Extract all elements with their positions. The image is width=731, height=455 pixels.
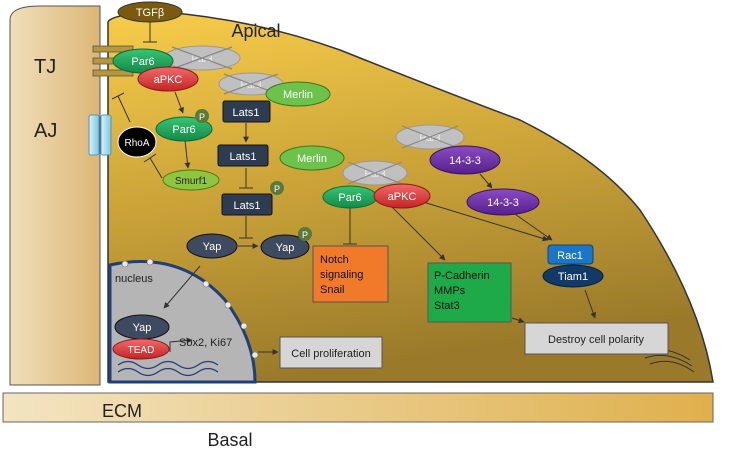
apkc-node-2 xyxy=(373,183,431,209)
notch-box xyxy=(312,245,389,303)
merlin-node xyxy=(265,81,331,107)
par6-p-label: Par6 xyxy=(172,124,195,136)
lats1-label-1: Lats1 xyxy=(233,107,260,119)
basal-label: Basal xyxy=(207,430,252,450)
par6-label-2: Par6 xyxy=(338,192,361,204)
apical-label: Apical xyxy=(231,21,280,41)
phospho-label-3: P xyxy=(302,230,308,240)
tiam1-label: Tiam1 xyxy=(558,271,588,283)
yap-node xyxy=(186,233,238,259)
nuclear-pores xyxy=(121,258,259,359)
phospho-badge-3 xyxy=(298,227,312,241)
notch-line-2: signaling xyxy=(320,269,363,281)
tgfb-node xyxy=(117,1,183,23)
yap-p-label: Yap xyxy=(276,242,295,254)
apkc-label: aPKC xyxy=(154,74,183,86)
ecm-label: ECM xyxy=(102,401,142,421)
rac1-label: Rac1 xyxy=(557,250,583,262)
rhoa-node xyxy=(117,126,157,158)
cell-proliferation-label: Cell proliferation xyxy=(291,348,370,360)
notch-text: Notch signaling Snail xyxy=(320,254,366,296)
cell-proliferation-box xyxy=(279,336,383,369)
pcad-box xyxy=(427,262,512,323)
rhoa-label: RhoA xyxy=(124,138,149,149)
par6-p-node xyxy=(155,116,213,142)
destroy-polarity-label: Destroy cell polarity xyxy=(548,334,644,346)
tead-node xyxy=(112,338,170,360)
apkc-label-2: aPKC xyxy=(388,191,417,203)
lats1-label-3: Lats1 xyxy=(234,200,261,212)
protein-1433-label-2: 14-3-3 xyxy=(487,197,519,209)
yap-label: Yap xyxy=(203,241,222,253)
apkc-node xyxy=(137,66,199,92)
tead-label: TEAD xyxy=(128,345,155,356)
pcad-text: P-Cadherin MMPs Stat3 xyxy=(434,270,493,312)
rac1-box xyxy=(547,244,594,265)
notch-line-1: Notch xyxy=(320,254,349,266)
par6-label: Par6 xyxy=(131,56,154,68)
lats1-label-2: Lats1 xyxy=(230,151,257,163)
ecm-layer xyxy=(2,392,714,423)
smurf1-node xyxy=(162,169,220,191)
merlin-node-2 xyxy=(279,145,345,171)
aj-label: AJ xyxy=(34,120,57,142)
merlin-label-2: Merlin xyxy=(297,153,327,165)
par3-cross-3 xyxy=(347,161,403,185)
destroy-polarity-box xyxy=(524,322,669,355)
lats1-box-3 xyxy=(221,193,273,216)
target-genes-label: Sox2, Ki67 xyxy=(179,337,232,349)
dna-strand xyxy=(117,360,219,370)
phospho-label-1: P xyxy=(199,112,205,122)
merlin-label: Merlin xyxy=(283,89,313,101)
protein-1433-node-2 xyxy=(466,188,540,216)
par3-label: Par3 xyxy=(191,54,213,65)
pcad-line-2: MMPs xyxy=(434,285,466,297)
par3-label-2: Par3 xyxy=(240,80,262,91)
yap-nuclear-label: Yap xyxy=(133,322,152,334)
tgfb-label: TGFβ xyxy=(136,7,164,19)
par3-label-4: Par3 xyxy=(419,133,441,144)
lats1-box-2 xyxy=(217,144,269,167)
neighbor-cell xyxy=(9,5,101,386)
phospho-label-2: P xyxy=(274,184,280,194)
protein-1433-node-1 xyxy=(429,145,501,175)
notch-line-3: Snail xyxy=(320,284,344,296)
dna-strand-2 xyxy=(117,367,219,377)
tj-label: TJ xyxy=(34,56,56,78)
par3-label-3: Par3 xyxy=(364,169,386,180)
adherens-junction xyxy=(88,114,112,156)
par3-cross xyxy=(171,46,233,70)
protein-1433-label-1: 14-3-3 xyxy=(449,155,481,167)
pcad-line-3: Stat3 xyxy=(434,300,460,312)
phospho-badge-2 xyxy=(270,181,284,195)
tiam1-node xyxy=(542,264,604,288)
lats1-box-1 xyxy=(222,100,271,123)
nucleus-label: nucleus xyxy=(115,273,153,285)
par3-cross-4 xyxy=(401,125,459,149)
yap-p-node xyxy=(260,234,310,260)
connectors xyxy=(111,20,597,355)
phospho-badge-1 xyxy=(195,109,209,123)
smurf1-label: Smurf1 xyxy=(175,176,208,187)
pcad-line-1: P-Cadherin xyxy=(434,270,490,282)
